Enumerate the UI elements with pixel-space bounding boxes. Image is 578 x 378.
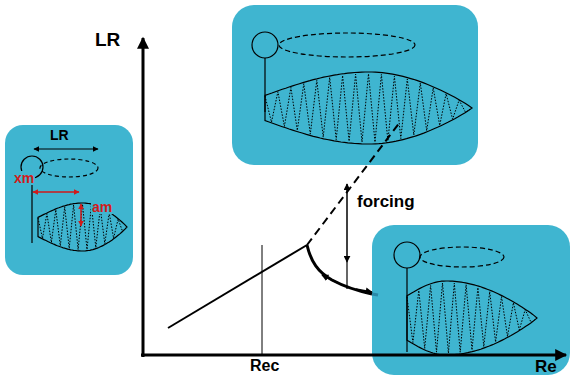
length-arrow	[34, 148, 98, 149]
wake-envelope	[38, 203, 127, 251]
parameter-label: xm	[13, 171, 35, 185]
wake-panel	[372, 225, 570, 375]
forcing-arrow	[346, 184, 348, 262]
stable-branch	[168, 245, 307, 328]
unstable-branch	[307, 122, 400, 245]
vortex-street	[38, 204, 127, 249]
reference-line	[31, 178, 32, 243]
y-axis	[142, 38, 145, 357]
parameter-label: am	[91, 200, 113, 214]
forcing-line	[346, 262, 347, 289]
forcing-label: forcing	[357, 193, 415, 210]
vortex-street	[407, 283, 537, 353]
saturated-branch	[307, 245, 372, 294]
wake-illustration	[252, 32, 472, 144]
position-arrow	[33, 191, 79, 193]
wake-panel	[232, 5, 478, 165]
axis-label: Re	[535, 358, 557, 375]
recirculation-bubble	[40, 159, 98, 177]
wake-illustration	[5, 125, 133, 275]
vortex-street	[265, 74, 472, 142]
x-axis	[141, 354, 566, 357]
branch-arrow	[322, 275, 338, 283]
wake-panel: LR xm am	[5, 125, 133, 275]
wake-illustration	[394, 242, 537, 355]
wake-envelope	[407, 281, 537, 355]
branch-arrow	[356, 289, 372, 292]
amplitude-arrow	[80, 204, 82, 226]
critical-reynolds-label: Rec	[250, 358, 279, 374]
wake-envelope	[265, 72, 472, 144]
saturated-branch-end	[372, 294, 378, 295]
length-label: LR	[50, 128, 69, 142]
critical-tick	[262, 245, 263, 355]
axis-label: LR	[95, 30, 120, 49]
